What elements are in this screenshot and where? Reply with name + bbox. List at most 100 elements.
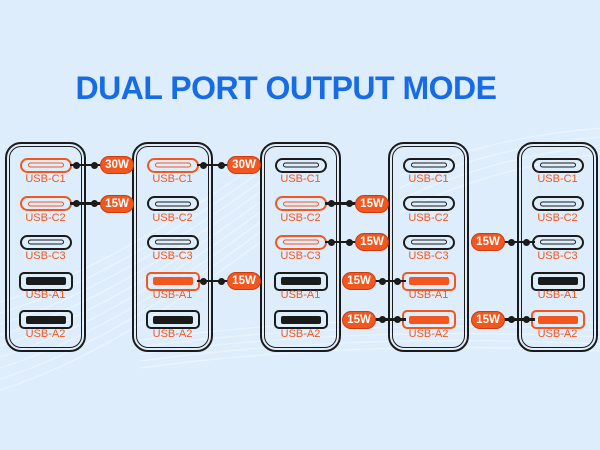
usb-c-port <box>19 157 72 173</box>
usb-c-port <box>531 157 584 173</box>
usb-c-slot <box>410 239 447 245</box>
usb-c-slot <box>154 162 191 168</box>
usb-c-slot <box>282 162 319 168</box>
usb-c-port <box>531 196 584 211</box>
connector-line <box>196 279 229 283</box>
charger-panel-inner-frame <box>9 146 82 348</box>
wattage-badge: 30W <box>100 156 134 174</box>
connector-dot <box>200 161 207 169</box>
usb-c-port <box>402 234 455 250</box>
connector-line <box>324 202 357 205</box>
usb-a-port <box>273 271 328 291</box>
usb-c-slot <box>282 201 319 206</box>
usb-c-slot <box>27 239 64 245</box>
charger-panel-inner-frame <box>136 146 209 348</box>
connector-line <box>374 318 406 321</box>
connector-line <box>69 202 102 205</box>
wattage-badge: 15W <box>355 194 389 213</box>
usb-a-contact-bar <box>408 277 449 285</box>
connector-dot <box>523 316 530 323</box>
connector-dot <box>200 277 207 285</box>
usb-c-slot <box>27 162 64 168</box>
connector-dot <box>328 238 335 246</box>
port-label: USB-C2 <box>152 211 193 224</box>
port-label: USB-C2 <box>25 211 66 224</box>
port-label: USB-C2 <box>408 211 449 224</box>
wattage-badge: 15W <box>100 194 134 213</box>
usb-c-slot <box>410 201 447 206</box>
port-label: USB-A2 <box>280 327 321 340</box>
usb-a-contact-bar <box>280 277 321 285</box>
port-label: USB-C3 <box>537 250 578 262</box>
port-label: USB-A2 <box>408 327 449 340</box>
charger-panel-inner-frame <box>264 146 337 348</box>
connector-dot <box>394 316 401 323</box>
usb-a-port <box>530 310 585 329</box>
port-label: USB-A1 <box>25 289 66 301</box>
usb-c-port <box>19 196 72 211</box>
wattage-badge: 15W <box>227 272 261 290</box>
charger-panel-3 <box>260 142 341 352</box>
port-label: USB-A2 <box>25 327 66 340</box>
usb-a-contact-bar <box>537 277 578 285</box>
usb-a-contact-bar <box>537 315 578 324</box>
connector-line <box>324 240 357 244</box>
connector-dot <box>217 277 225 285</box>
charger-panel-inner-frame <box>521 146 594 348</box>
connector-line <box>503 318 535 321</box>
connector-dot <box>507 316 515 323</box>
usb-c-port <box>274 234 327 250</box>
usb-c-port <box>402 157 455 173</box>
port-label: USB-C1 <box>408 173 449 185</box>
connector-dot <box>507 238 515 246</box>
connector-line <box>69 163 102 167</box>
usb-c-port <box>402 196 455 211</box>
usb-c-slot <box>154 201 191 206</box>
port-label: USB-C2 <box>280 211 321 224</box>
port-label: USB-C3 <box>152 250 193 262</box>
charger-panel-inner-frame <box>392 146 465 348</box>
usb-c-slot <box>539 239 576 245</box>
usb-a-port <box>145 271 200 291</box>
port-label: USB-C1 <box>25 173 66 185</box>
usb-c-port <box>531 234 584 250</box>
usb-a-port <box>401 271 456 291</box>
connector-dot <box>328 200 335 207</box>
connector-dot <box>378 316 386 323</box>
connector-line <box>503 240 535 244</box>
connector-dot <box>378 277 386 285</box>
charger-panel-2 <box>132 142 213 352</box>
usb-a-contact-bar <box>25 277 66 285</box>
port-label: USB-C2 <box>537 211 578 224</box>
connector-dot <box>217 161 225 169</box>
usb-c-port <box>274 157 327 173</box>
wattage-badge: 15W <box>471 233 505 251</box>
usb-a-contact-bar <box>152 277 193 285</box>
usb-a-contact-bar <box>152 315 193 324</box>
connector-dot <box>90 161 98 169</box>
usb-c-slot <box>539 162 576 168</box>
usb-c-slot <box>410 162 447 168</box>
usb-a-port <box>401 310 456 329</box>
usb-a-contact-bar <box>280 315 321 324</box>
charger-panel-4 <box>388 142 469 352</box>
port-label: USB-C1 <box>537 173 578 185</box>
usb-c-slot <box>154 239 191 245</box>
usb-c-port <box>146 234 199 250</box>
wattage-badge: 15W <box>471 310 505 329</box>
port-label: USB-A2 <box>152 327 193 340</box>
usb-a-port <box>530 271 585 291</box>
port-label: USB-A1 <box>152 289 193 301</box>
connector-dot <box>90 200 98 207</box>
usb-c-slot <box>539 201 576 206</box>
page-title: DUAL PORT OUTPUT MODE <box>75 70 497 106</box>
wattage-badge: 15W <box>342 310 376 329</box>
usb-c-slot <box>282 239 319 245</box>
usb-a-contact-bar <box>25 315 66 324</box>
usb-a-port <box>18 271 73 291</box>
connector-dot <box>345 200 353 207</box>
connector-dot <box>345 238 353 246</box>
usb-c-slot <box>27 201 64 206</box>
connector-dot <box>73 200 80 207</box>
